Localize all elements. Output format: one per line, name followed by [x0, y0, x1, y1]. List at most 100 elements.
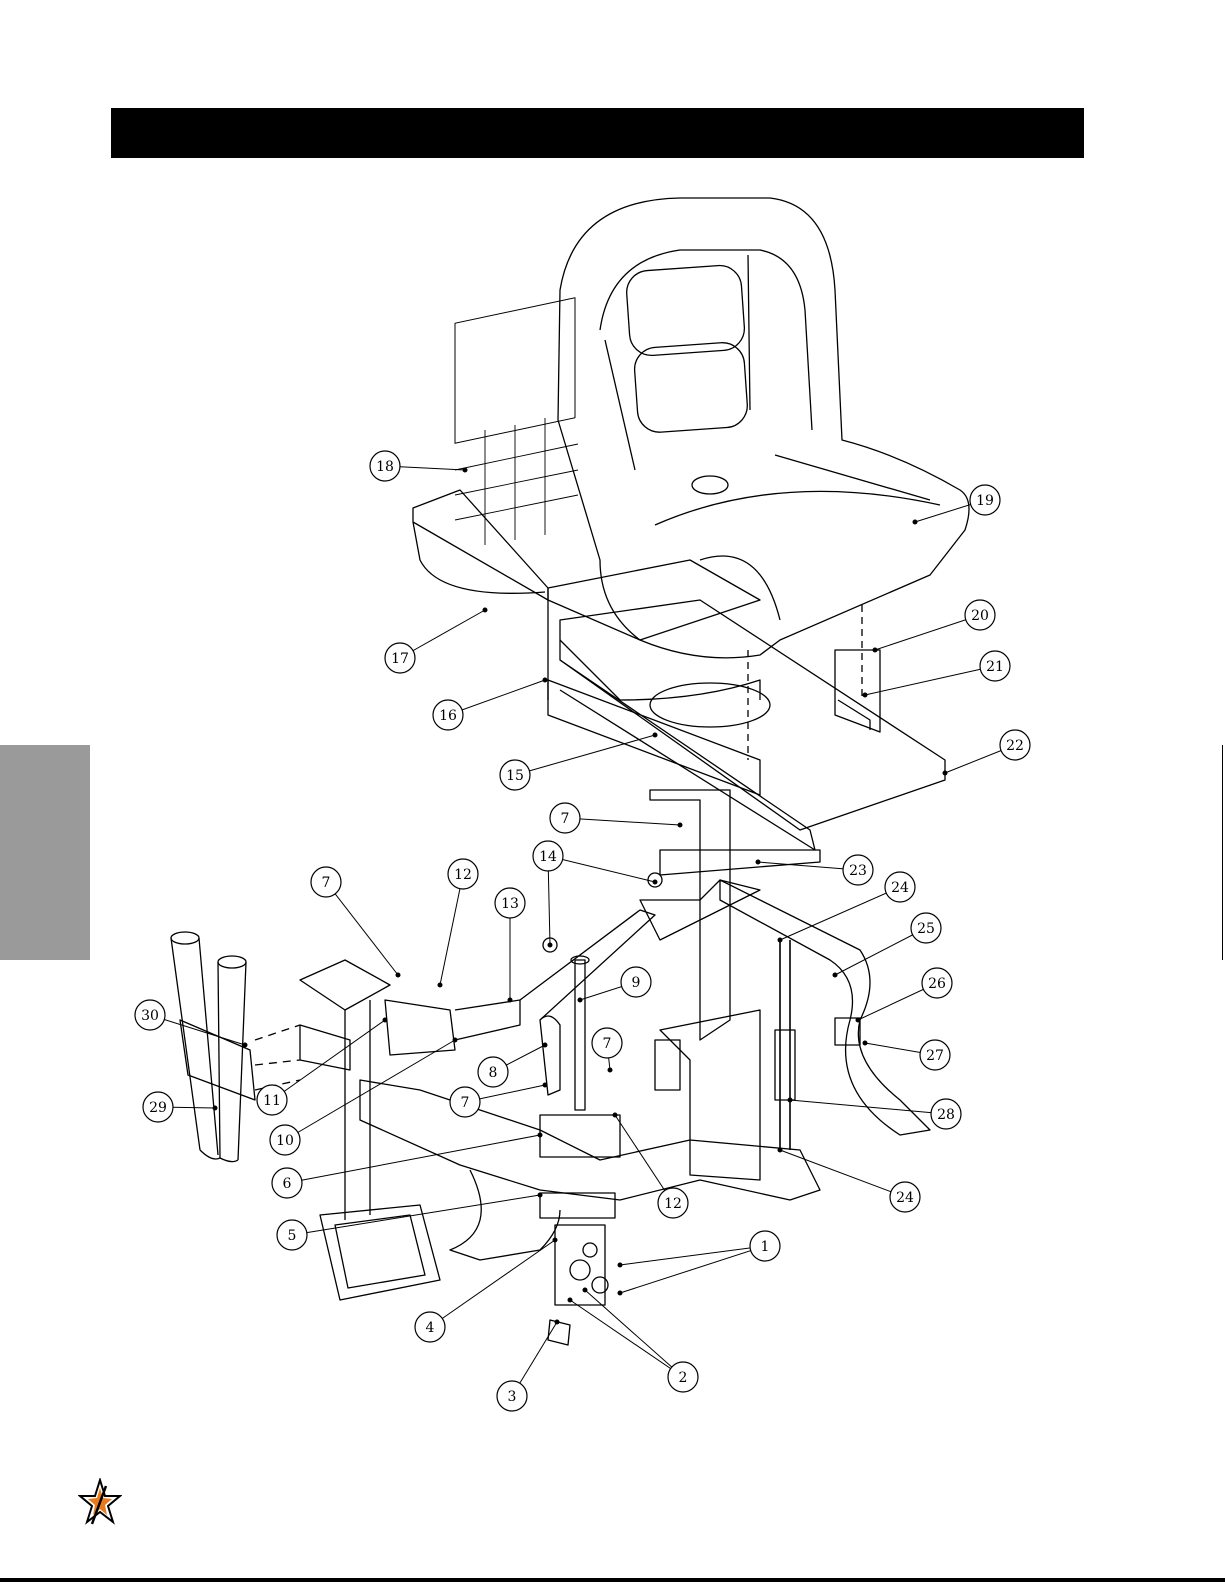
leader-arrowhead [396, 973, 400, 977]
callout-label: 24 [891, 880, 909, 896]
seat-drawing [558, 198, 969, 658]
callout-label: 28 [937, 1107, 955, 1123]
callout-label: 27 [926, 1048, 944, 1064]
callout-30: 30 [135, 1000, 165, 1030]
leader-arrowhead [653, 880, 657, 884]
callout-12: 12 [448, 859, 478, 889]
callout-label: 19 [976, 493, 994, 509]
leader-arrowhead [613, 1113, 617, 1117]
leader-line [548, 856, 655, 882]
leader-line [780, 887, 900, 940]
leader-line [272, 1020, 385, 1100]
leader-line [780, 1150, 905, 1197]
callout-19: 19 [970, 485, 1000, 515]
leader-line [790, 1100, 946, 1114]
leader-lines [150, 466, 1015, 1396]
leader-arrowhead [483, 608, 487, 612]
callout-22: 22 [1000, 730, 1030, 760]
callout-label: 10 [276, 1133, 294, 1149]
leader-arrowhead [608, 1068, 612, 1072]
leader-arrowhead [788, 1098, 792, 1102]
leader-arrowhead [863, 693, 867, 697]
callout-7: 7 [311, 867, 341, 897]
leader-arrowhead [538, 1133, 542, 1137]
callout-14: 14 [533, 841, 563, 871]
leader-line [620, 1246, 765, 1265]
leader-arrowhead [833, 973, 837, 977]
callout-label: 26 [928, 976, 946, 992]
callout-label: 24 [896, 1190, 914, 1206]
callout-label: 23 [849, 863, 867, 879]
leader-arrowhead [568, 1298, 572, 1302]
callout-label: 25 [917, 921, 935, 937]
callout-6: 6 [272, 1168, 302, 1198]
callout-29: 29 [143, 1092, 173, 1122]
callout-label: 17 [391, 651, 409, 667]
callout-10: 10 [270, 1125, 300, 1155]
leader-line [430, 1240, 555, 1327]
callout-label: 13 [501, 896, 519, 912]
leader-arrowhead [583, 1288, 587, 1292]
callout-7: 7 [550, 803, 580, 833]
callout-label: 8 [489, 1065, 498, 1081]
callout-label: 18 [376, 459, 394, 475]
leader-arrowhead [873, 648, 877, 652]
leader-arrowhead [538, 1193, 542, 1197]
callout-label: 22 [1006, 738, 1024, 754]
callout-label: 1 [761, 1239, 770, 1255]
leader-arrowhead [678, 823, 682, 827]
callout-24: 24 [890, 1182, 920, 1212]
leader-arrowhead [863, 1041, 867, 1045]
leader-arrowhead [778, 1148, 782, 1152]
leader-arrowhead [548, 943, 552, 947]
leader-arrowhead [618, 1263, 622, 1267]
leader-arrowhead [578, 998, 582, 1002]
callout-label: 5 [288, 1228, 297, 1244]
cup-holder-drawing [171, 932, 255, 1162]
callout-26: 26 [922, 968, 952, 998]
callout-18: 18 [370, 451, 400, 481]
callout-2: 2 [668, 1362, 698, 1392]
leader-line [620, 1246, 765, 1293]
callout-label: 2 [679, 1370, 688, 1386]
callout-13: 13 [495, 888, 525, 918]
leader-arrowhead [463, 468, 467, 472]
callout-16: 16 [433, 700, 463, 730]
callout-11: 11 [257, 1085, 287, 1115]
leader-arrowhead [383, 1018, 387, 1022]
leader-arrowhead [508, 998, 512, 1002]
callout-21: 21 [980, 651, 1010, 681]
leader-arrowhead [555, 1320, 559, 1324]
leader-arrowhead [543, 1043, 547, 1047]
callout-label: 3 [508, 1389, 517, 1405]
callout-label: 7 [322, 875, 331, 891]
callout-label: 20 [971, 608, 989, 624]
callout-label: 14 [539, 849, 557, 865]
leader-arrowhead [913, 520, 917, 524]
star-logo-icon [78, 1478, 122, 1526]
callout-label: 16 [439, 708, 457, 724]
callout-20: 20 [965, 600, 995, 630]
callout-23: 23 [843, 855, 873, 885]
callout-label: 11 [263, 1093, 281, 1109]
callout-label: 21 [986, 659, 1004, 675]
callout-9: 9 [621, 967, 651, 997]
leader-arrowhead [778, 938, 782, 942]
callout-12: 12 [658, 1188, 688, 1218]
leader-arrowhead [453, 1038, 457, 1042]
leader-arrowhead [856, 1018, 860, 1022]
leader-arrowhead [756, 860, 760, 864]
callout-label: 4 [426, 1320, 435, 1336]
leader-line [440, 874, 463, 985]
callout-label: 7 [461, 1095, 470, 1111]
callout-28: 28 [931, 1099, 961, 1129]
leader-line [515, 735, 655, 775]
leader-arrowhead [243, 1043, 247, 1047]
callout-label: 29 [149, 1100, 167, 1116]
leader-line [326, 882, 398, 975]
leader-line [585, 1290, 683, 1377]
callout-label: 15 [506, 768, 524, 784]
leader-line [615, 1115, 673, 1203]
callout-7: 7 [592, 1028, 622, 1058]
leader-arrowhead [543, 1083, 547, 1087]
